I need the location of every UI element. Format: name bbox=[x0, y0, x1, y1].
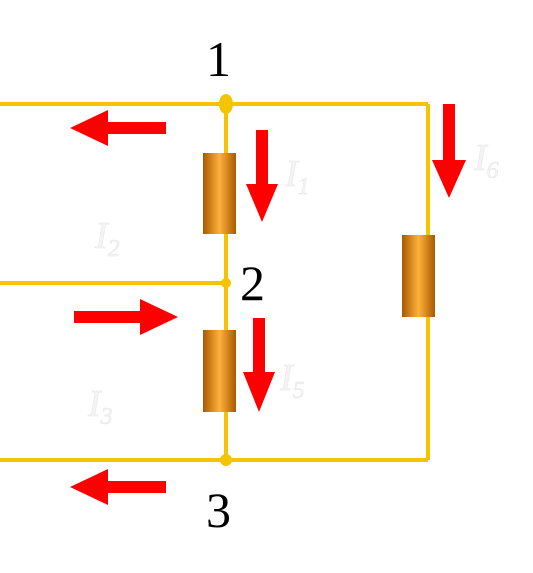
current-label-i6: I6 bbox=[473, 137, 499, 184]
current-label-i3: I3 bbox=[87, 383, 113, 430]
arrow-down-upper bbox=[246, 130, 278, 222]
resistor-right bbox=[402, 235, 435, 317]
arrow-down-right bbox=[432, 104, 466, 198]
junction-node-2 bbox=[221, 278, 231, 288]
arrow-left-bottom bbox=[70, 469, 166, 505]
current-label-i2: I2 bbox=[94, 215, 120, 262]
node-label-1: 1 bbox=[206, 31, 231, 87]
junction-node-3 bbox=[220, 454, 232, 466]
current-arrows bbox=[70, 104, 466, 505]
node-label-3: 3 bbox=[206, 482, 231, 538]
current-label-i1: I1 bbox=[284, 153, 310, 200]
junctions bbox=[219, 94, 233, 466]
arrow-down-lower bbox=[243, 318, 275, 412]
resistor-upper bbox=[203, 153, 236, 234]
arrow-right-middle bbox=[74, 299, 178, 335]
resistors bbox=[203, 153, 435, 412]
node-label-2: 2 bbox=[240, 255, 265, 311]
arrow-left-top bbox=[70, 110, 166, 146]
resistor-lower bbox=[203, 330, 236, 412]
current-label-i5: I5 bbox=[279, 357, 305, 404]
junction-node-1 bbox=[219, 94, 233, 114]
